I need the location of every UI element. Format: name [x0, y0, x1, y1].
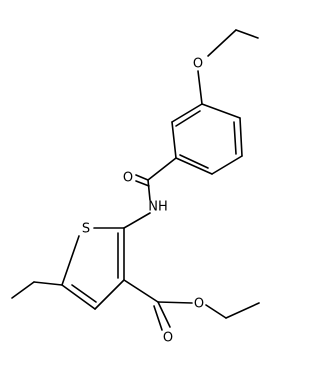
- carbonyl-oxygen-label: O: [123, 171, 133, 186]
- bond: [157, 301, 171, 328]
- atom-labels: O O NH S O O: [82, 57, 204, 346]
- ester-ether-oxygen-label: O: [194, 297, 204, 312]
- bond: [11, 281, 35, 299]
- bond: [135, 180, 150, 187]
- bond: [123, 279, 159, 303]
- ester-carbonyl-oxygen-label: O: [163, 331, 173, 346]
- thiophene-sulfur-label: S: [82, 222, 90, 237]
- bond: [211, 155, 243, 175]
- bond: [71, 284, 97, 303]
- bond: [61, 235, 80, 286]
- bond: [235, 29, 259, 39]
- bond: [135, 174, 149, 181]
- bond: [147, 179, 151, 201]
- bond: [123, 212, 151, 229]
- bond: [239, 117, 243, 157]
- bond: [207, 29, 237, 57]
- bond: [225, 302, 260, 319]
- bond: [175, 110, 201, 127]
- bond: [157, 301, 193, 304]
- bonds: [11, 29, 260, 331]
- bond: [171, 103, 203, 123]
- bond: [201, 103, 241, 119]
- bond: [179, 154, 209, 169]
- bond: [147, 157, 177, 181]
- bond: [171, 121, 177, 159]
- bond: [153, 305, 163, 331]
- bond: [33, 281, 63, 286]
- molecule-canvas: O O NH S O O: [11, 29, 260, 346]
- bond: [205, 304, 227, 319]
- bond: [233, 121, 237, 155]
- bond: [61, 284, 96, 310]
- bond: [94, 279, 125, 310]
- molecule-structure: O O NH S O O: [11, 29, 260, 346]
- ether-oxygen-label: O: [193, 57, 203, 72]
- amide-nitrogen-label: NH: [148, 200, 168, 215]
- bond: [197, 70, 203, 105]
- bond: [175, 157, 213, 175]
